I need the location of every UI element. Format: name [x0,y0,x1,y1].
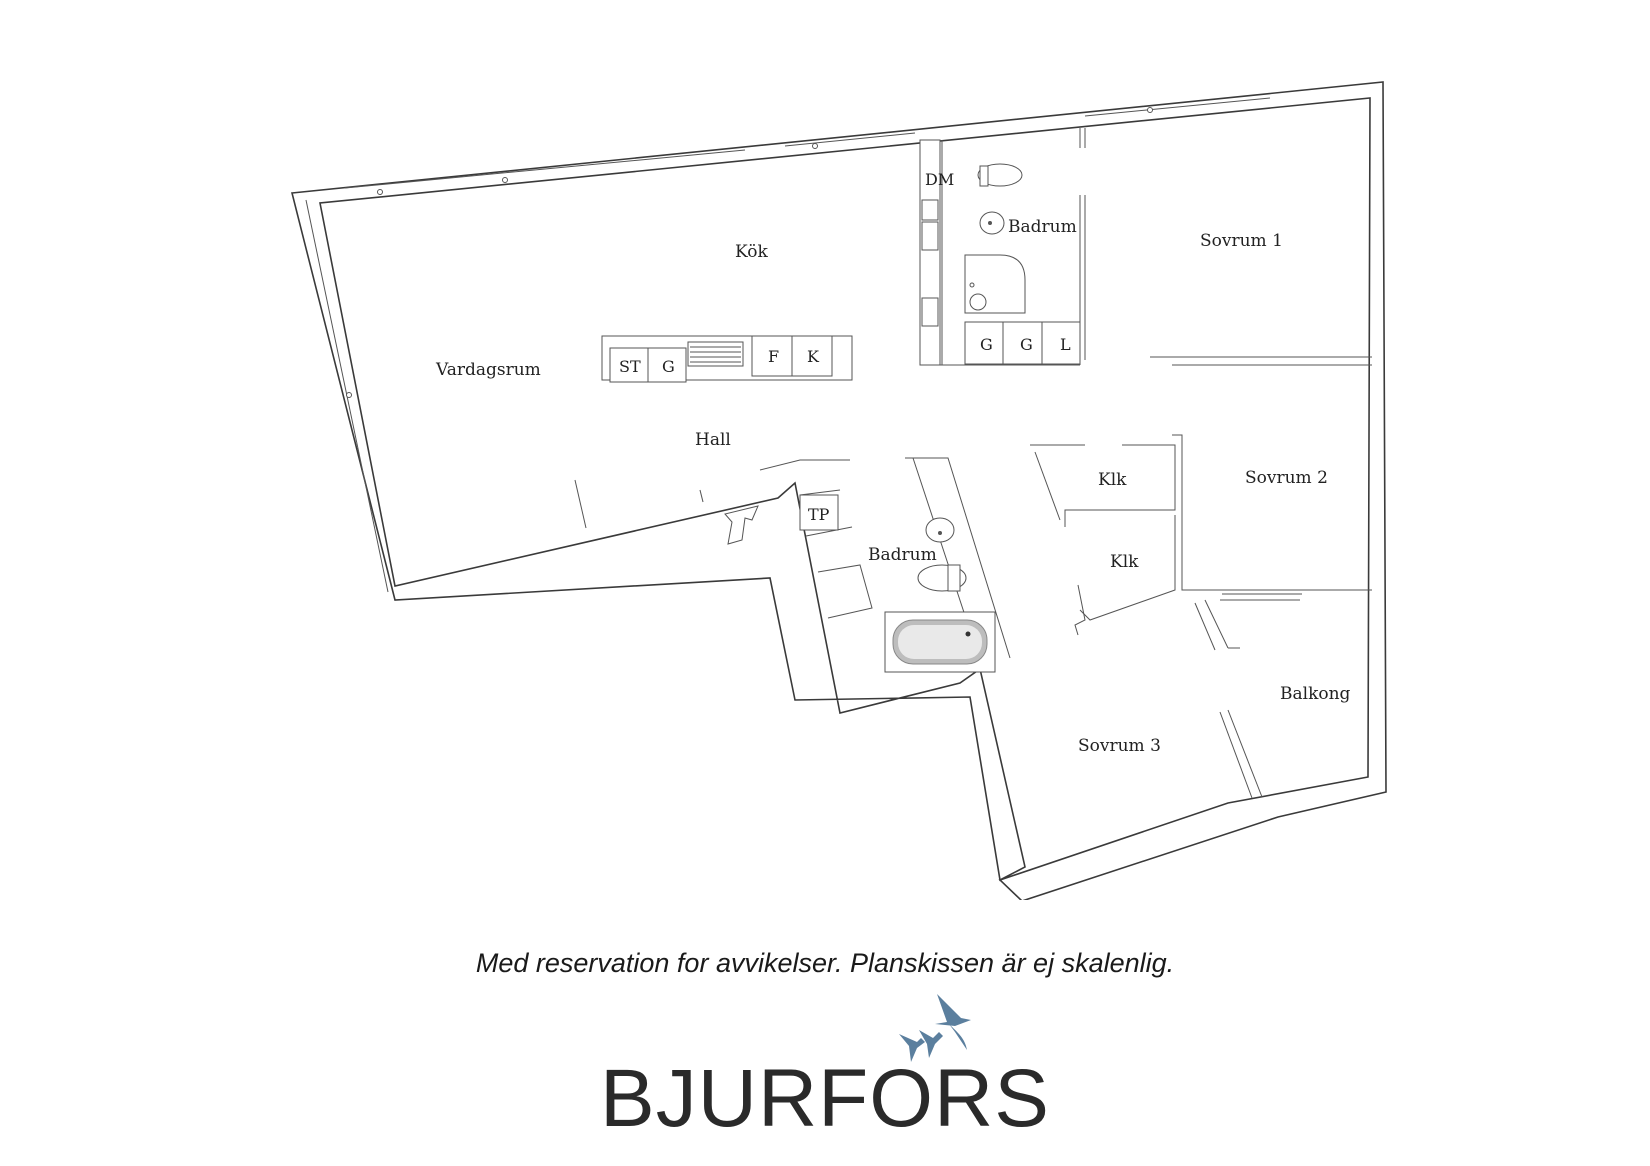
room-label-balkong: Balkong [1280,684,1351,704]
interior-walls [574,128,1372,799]
fixture-label-f: F [768,347,779,366]
fixture-label-tp: TP [808,505,830,524]
room-label-badrum-lower: Badrum [868,545,937,565]
fixture-label-st: ST [619,357,641,376]
bjurfors-birds-logo-icon [899,994,971,1062]
room-label-vardagsrum: Vardagsrum [435,360,541,380]
fixture-label-k: K [807,347,820,366]
room-label-sovrum-3: Sovrum 3 [1078,736,1161,756]
room-label-badrum-upper: Badrum [1008,217,1077,237]
room-label-hall: Hall [695,430,731,450]
room-label-klk-2: Klk [1110,552,1139,572]
fixture-label-g-kitchen: G [662,357,675,376]
room-label-kok: Kök [735,242,768,262]
brand-wordmark: BJURFORS [600,1053,1050,1144]
upper-bathroom-fixtures [964,163,1081,365]
kitchen-counter [919,139,941,366]
entrance-arrow-icon [724,505,759,545]
fixture-label-dm: DM [925,170,954,189]
room-label-klk-1: Klk [1098,470,1127,490]
disclaimer-text: Med reservation for avvikelser. Planskis… [475,948,1175,978]
room-label-sovrum-1: Sovrum 1 [1200,231,1283,251]
outer-walls [290,81,1387,900]
floor-plan: Kök Vardagsrum Hall Badrum Badrum Sovrum… [290,81,1387,900]
fixture-label-g-laundry-2: G [1020,335,1033,354]
kitchen-island [601,335,853,383]
fixture-label-l: L [1060,335,1071,354]
fixture-label-g-laundry-1: G [980,335,993,354]
lower-bathroom-fixtures [799,494,996,673]
room-label-sovrum-2: Sovrum 2 [1245,468,1328,488]
